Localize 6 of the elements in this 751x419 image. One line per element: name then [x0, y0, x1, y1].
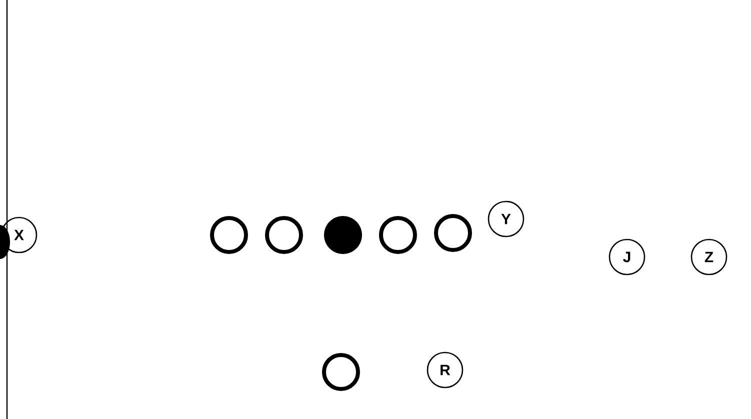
center-dot [324, 216, 362, 254]
lineman-circle [265, 216, 303, 254]
lineman-circle [322, 352, 360, 391]
lineman-circle [210, 216, 248, 254]
lineman-circle [434, 214, 472, 252]
lineman-circle [379, 216, 417, 254]
